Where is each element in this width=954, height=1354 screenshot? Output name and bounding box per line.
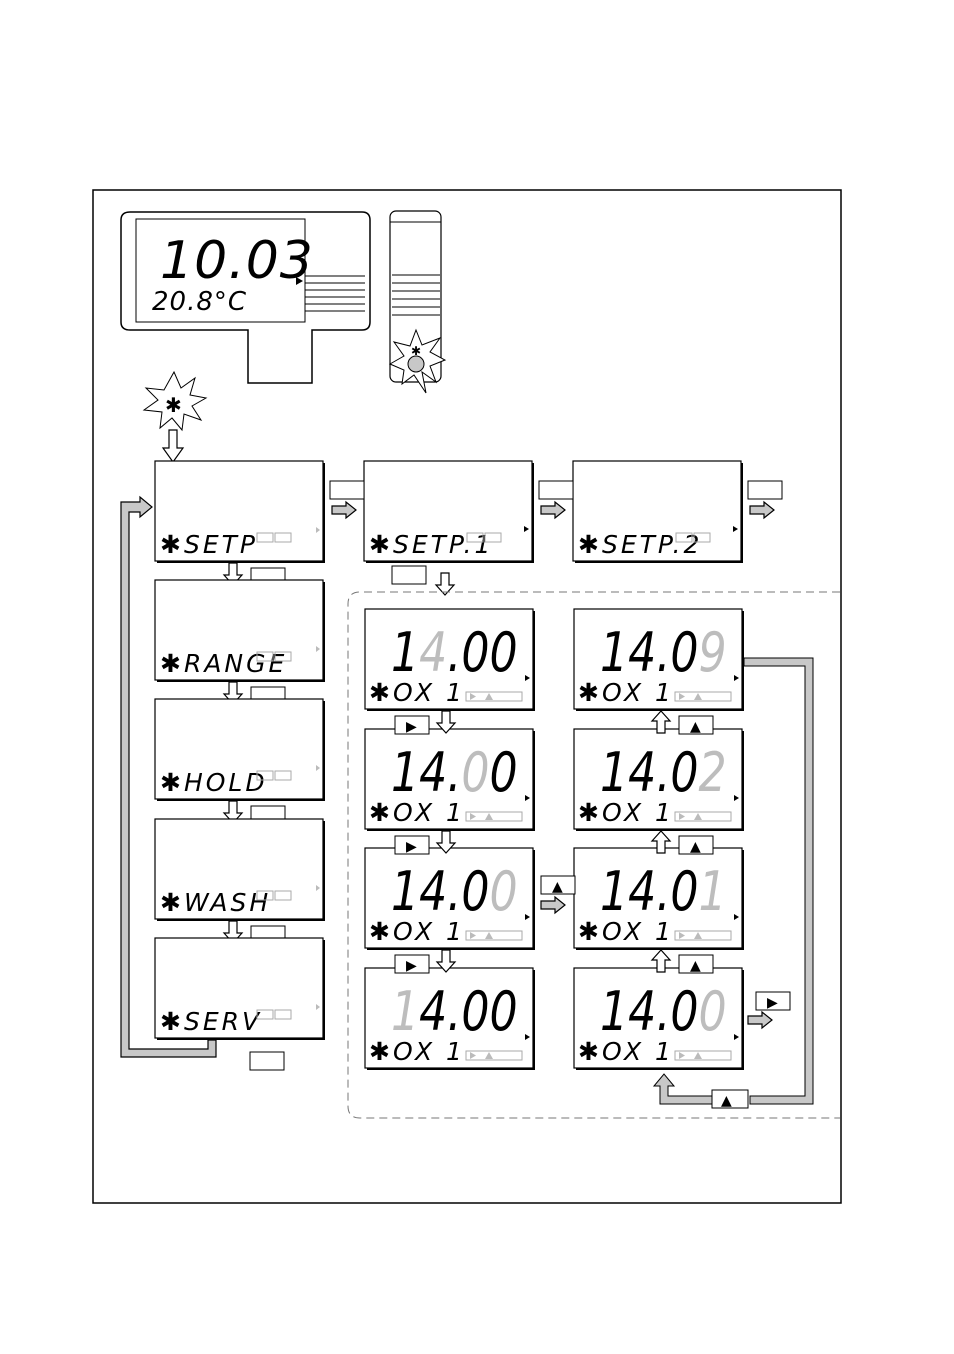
menu-panel-hold: ✱HOLD (155, 699, 325, 801)
edit-value: 14.00 (391, 980, 518, 1043)
edit-value: 14.09 (600, 621, 727, 684)
edit-label: ✱OX 1 (369, 798, 465, 827)
edit-left-4: 14.00✱OX 1 (365, 968, 535, 1070)
menu-panel-setp: ✱SETP (155, 461, 325, 563)
edit-right-1: 14.09✱OX 1 (574, 609, 744, 711)
setpoint-panel-2: ✱SETP.2 (573, 461, 743, 563)
right-arrow-jump (541, 897, 565, 913)
svg-text:▶: ▶ (406, 839, 417, 855)
header-main-value: 10.03 (160, 231, 314, 291)
svg-text:▲: ▲ (690, 958, 701, 974)
menu-panel-serv: ✱SERV (155, 938, 325, 1040)
edit-value: 14.01 (600, 860, 727, 923)
arrow-to-setp1 (332, 502, 356, 518)
setpoint-label: ✱SETP.1 (369, 530, 493, 559)
svg-text:▲: ▲ (721, 1093, 732, 1109)
svg-text:▶: ▶ (406, 958, 417, 974)
setpoint-label: ✱SETP.2 (578, 530, 702, 559)
edit-value: 14.00 (391, 621, 518, 684)
svg-text:▶: ▶ (406, 719, 417, 735)
enter-key-serv[interactable] (250, 1052, 284, 1070)
right-key[interactable]: ▶ (395, 955, 429, 974)
menu-label: ✱HOLD (160, 768, 268, 797)
edit-right-4: 14.00✱OX 1 (574, 968, 744, 1070)
setpoint-panels: ✱SETP.1 ✱SETP.2 (330, 461, 782, 595)
up-key-jump[interactable]: ▲ (541, 876, 575, 895)
edit-value: 14.00 (391, 741, 518, 804)
edit-label: ✱OX 1 (369, 917, 465, 946)
svg-text:▲: ▲ (690, 719, 701, 735)
edit-value: 14.00 (600, 980, 727, 1043)
up-key-wrap[interactable]: ▲ (712, 1090, 748, 1109)
edit-label: ✱OX 1 (369, 1037, 465, 1066)
right-key-exit[interactable]: ▶ (756, 992, 790, 1011)
svg-text:▲: ▲ (690, 839, 701, 855)
key-button[interactable] (408, 356, 424, 372)
enter-key-arrow-next[interactable] (748, 481, 782, 499)
up-key[interactable]: ▲ (679, 716, 713, 735)
right-arrow-exit (748, 1012, 772, 1028)
edit-label: ✱OX 1 (578, 678, 674, 707)
right-key[interactable]: ▶ (395, 716, 429, 735)
edit-left-2: 14.00✱OX 1 (365, 729, 535, 831)
instrument-front-panel: 10.03 20.8°C (121, 212, 370, 383)
edit-right-2: 14.02✱OX 1 (574, 729, 744, 831)
menu-label: ✱WASH (160, 888, 271, 917)
enter-key-arrow-to-setp1[interactable] (330, 481, 364, 499)
header-temperature: 20.8°C (152, 287, 247, 317)
edit-right-3: 14.01✱OX 1 (574, 848, 744, 950)
arrow-to-setp2 (541, 502, 565, 518)
up-key[interactable]: ▲ (679, 955, 713, 974)
menu-label: ✱SERV (160, 1007, 262, 1036)
star-icon: ✱ (165, 393, 182, 417)
menu-label: ✱RANGE (160, 649, 287, 678)
enter-key-arrow-to-setp2[interactable] (539, 481, 573, 499)
edit-label: ✱OX 1 (578, 798, 674, 827)
edit-label: ✱OX 1 (578, 917, 674, 946)
start-burst: ✱ (144, 372, 206, 430)
menu-label: ✱SETP (160, 530, 258, 559)
menu-panels: ✱SETP ✱RANGE ✱HOLD ✱WASH ✱SERV (155, 461, 325, 1070)
edit-value: 14.00 (391, 860, 518, 923)
arrow-next (750, 502, 774, 518)
enter-key-setp1[interactable] (392, 566, 426, 584)
edit-left-1: 14.00✱OX 1 (365, 609, 535, 711)
wrap-around-line (744, 658, 813, 1104)
setpoint-panel-1: ✱SETP.1 (364, 461, 534, 563)
right-key[interactable]: ▶ (395, 836, 429, 855)
arrow-down-to-setp (163, 430, 183, 462)
edit-left-3: 14.00✱OX 1 (365, 848, 535, 950)
edit-label: ✱OX 1 (578, 1037, 674, 1066)
star-icon: ✱ (411, 344, 421, 358)
wrap-around-arrow (654, 1074, 712, 1104)
keypad-strip: ✱ (390, 211, 445, 393)
edit-value: 14.02 (600, 741, 727, 804)
menu-panel-wash: ✱WASH (155, 819, 325, 921)
svg-text:▲: ▲ (552, 879, 563, 895)
edit-label: ✱OX 1 (369, 678, 465, 707)
menu-panel-range: ✱RANGE (155, 580, 325, 682)
svg-text:▶: ▶ (767, 995, 778, 1011)
up-key[interactable]: ▲ (679, 836, 713, 855)
